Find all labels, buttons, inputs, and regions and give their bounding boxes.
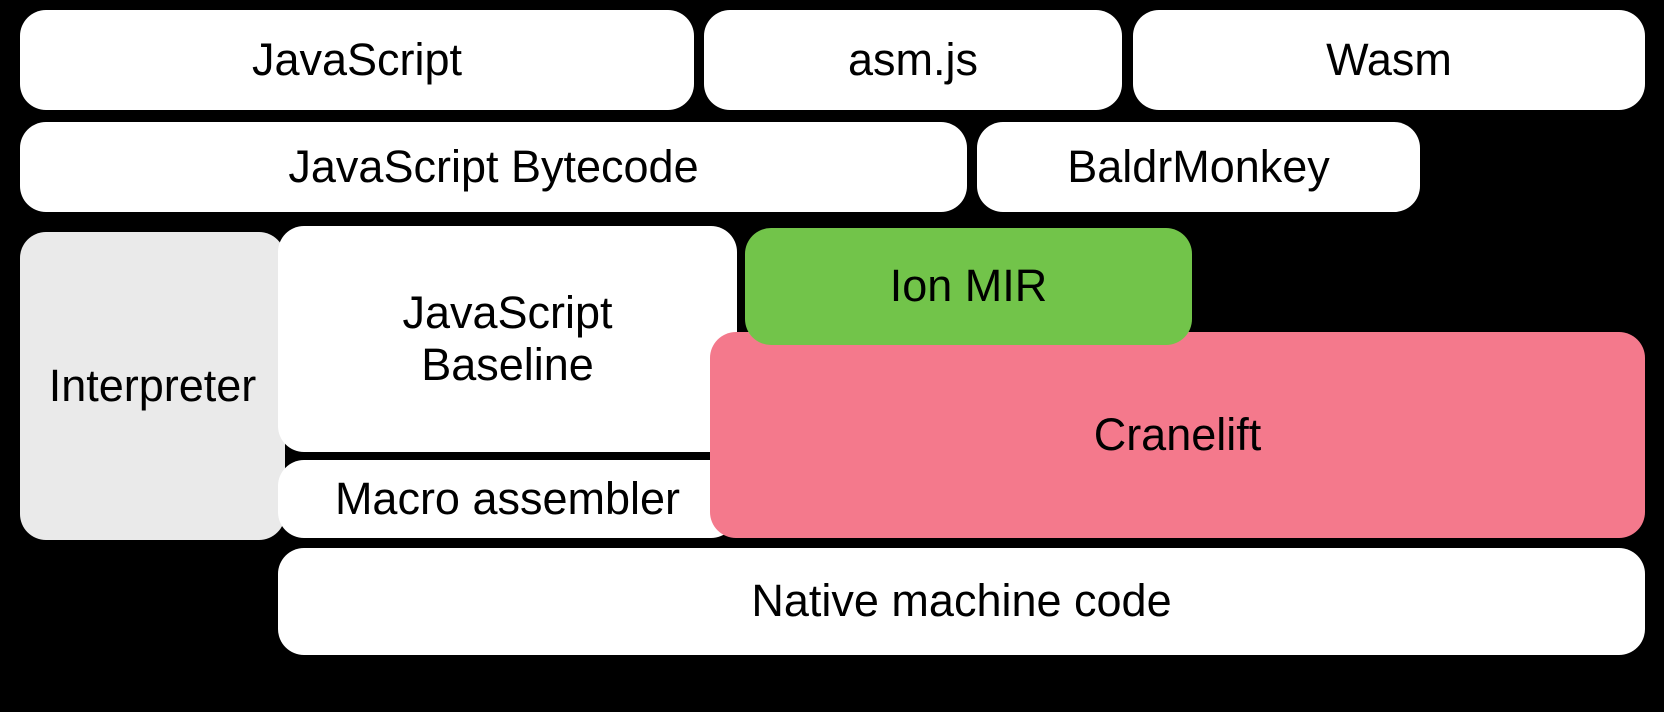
node-javascript-baseline-label: JavaScript Baseline (402, 286, 613, 390)
node-macro-assembler-label: Macro assembler (334, 472, 681, 524)
node-javascript-bytecode: JavaScript Bytecode (20, 122, 967, 212)
node-cranelift-label: Cranelift (1093, 408, 1262, 460)
node-interpreter: Interpreter (20, 232, 285, 540)
node-macro-assembler: Macro assembler (278, 460, 737, 538)
node-baldrmonkey: BaldrMonkey (977, 122, 1420, 212)
node-javascript: JavaScript (20, 10, 694, 110)
node-native-machine-code-label: Native machine code (751, 575, 1172, 627)
node-asmjs-label: asm.js (847, 33, 978, 85)
node-wasm-label: Wasm (1326, 33, 1452, 85)
node-native-machine-code: Native machine code (278, 548, 1645, 655)
node-ion-mir: Ion MIR (745, 228, 1192, 345)
node-javascript-label: JavaScript (251, 33, 463, 85)
node-interpreter-label: Interpreter (48, 359, 257, 411)
node-asmjs: asm.js (704, 10, 1122, 110)
node-ion-mir-label: Ion MIR (889, 260, 1048, 312)
node-baldrmonkey-label: BaldrMonkey (1067, 140, 1330, 192)
node-javascript-baseline: JavaScript Baseline (278, 226, 737, 452)
node-cranelift: Cranelift (710, 332, 1645, 538)
node-wasm: Wasm (1133, 10, 1645, 110)
node-javascript-bytecode-label: JavaScript Bytecode (288, 140, 699, 192)
